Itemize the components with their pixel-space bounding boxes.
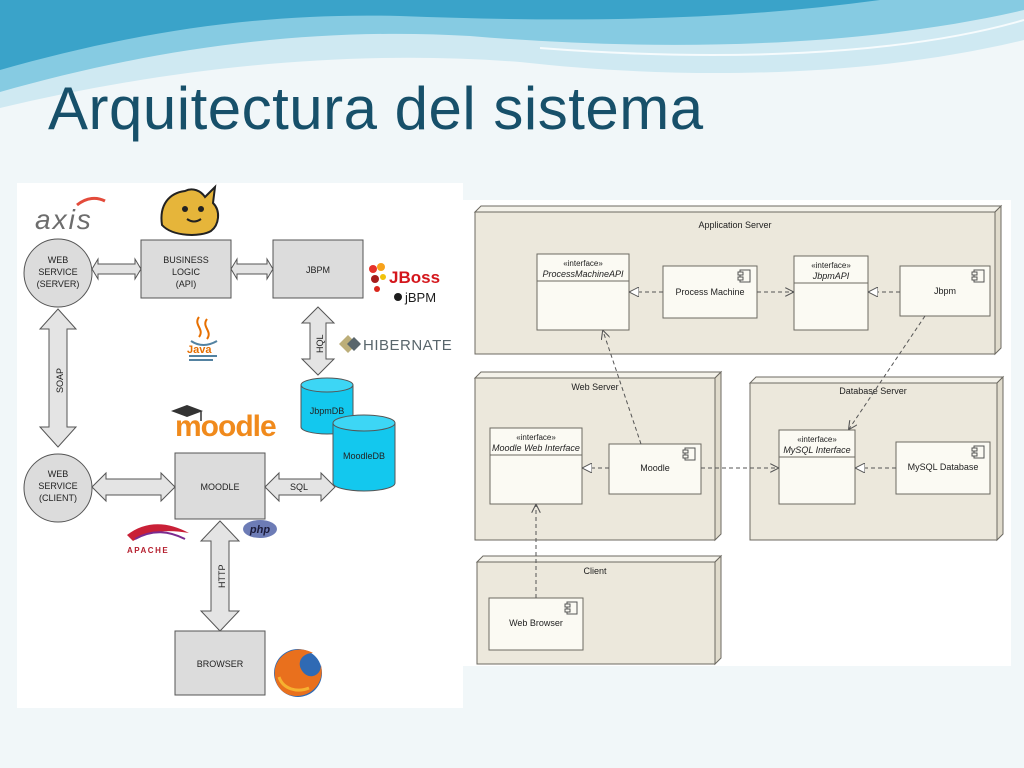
jbpm-logo-text: jBPM — [404, 290, 436, 305]
php-logo: php — [243, 520, 277, 538]
process-machine-api-stereotype: «interface» — [563, 259, 603, 268]
jbpm-api-stereotype: «interface» — [811, 261, 851, 270]
business-jbpm-arrow — [230, 257, 274, 281]
sql-arrow — [264, 471, 336, 503]
business-logic-line3: (API) — [176, 279, 197, 289]
jbpm-component: Jbpm — [899, 265, 991, 317]
moodledb-label: MoodleDB — [343, 451, 385, 461]
web-browser-label: Web Browser — [509, 618, 563, 628]
mysql-interface: «interface» MySQL Interface — [778, 429, 856, 505]
business-logic-line1: BUSINESS — [163, 255, 209, 265]
soap-label: SOAP — [55, 368, 65, 393]
component-icon — [737, 269, 751, 283]
axis-logo: axis — [35, 204, 93, 235]
process-machine-api-interface: «interface» ProcessMachineAPI — [536, 253, 630, 331]
jbpm-api-interface: «interface» JbpmAPI — [793, 255, 869, 331]
process-machine-api-name: ProcessMachineAPI — [542, 269, 624, 279]
web-server-label: Web Server — [571, 382, 618, 392]
java-logo: Java — [187, 316, 218, 361]
moodle-component-label: Moodle — [640, 463, 670, 473]
web-service-client-line3: (CLIENT) — [39, 493, 77, 503]
header-wave-mid — [0, 0, 1024, 92]
ws-server-business-arrow — [91, 257, 142, 281]
web-service-server-line2: SERVICE — [38, 267, 77, 277]
business-logic-line2: LOGIC — [172, 267, 201, 277]
web-service-client-line1: WEB — [48, 469, 69, 479]
http-label: HTTP — [217, 565, 227, 589]
jbpmdb-label: JbpmDB — [310, 406, 345, 416]
component-icon — [971, 445, 985, 459]
header-wave-highlight — [539, 19, 1024, 56]
process-machine-label: Process Machine — [675, 287, 744, 297]
apache-logo-text: APACHE — [127, 546, 169, 555]
hql-arrow — [300, 306, 336, 376]
jboss-logo: JBoss jBPM — [369, 263, 440, 305]
moodle-web-interface: «interface» Moodle Web Interface — [489, 427, 583, 505]
web-browser-component: Web Browser — [488, 597, 584, 651]
php-logo-text: php — [249, 524, 270, 536]
component-icon — [564, 601, 578, 615]
header-wave-dark — [0, 0, 880, 70]
moodle-logo-text: moodle — [175, 410, 276, 443]
mysql-database-label: MySQL Database — [908, 462, 979, 472]
web-service-server-node — [23, 238, 93, 308]
dependency-moodle-processmachineapi — [603, 331, 642, 445]
dependency-jbpm-mysql — [849, 315, 926, 429]
jbpm-component-label: Jbpm — [934, 286, 956, 296]
architecture-block-diagram: axis WEB SERVICE (SERVER) BUSINESS LOGIC… — [17, 183, 463, 708]
java-logo-text: Java — [187, 344, 212, 356]
process-machine-component: Process Machine — [662, 265, 758, 319]
mysql-interface-stereotype: «interface» — [797, 435, 837, 444]
moodle-node-label: MOODLE — [200, 482, 239, 492]
application-server-label: Application Server — [698, 220, 771, 230]
web-service-server-line1: WEB — [48, 255, 69, 265]
hibernate-logo: HIBERNATE — [339, 335, 452, 354]
moodle-web-interface-stereotype: «interface» — [516, 433, 556, 442]
jbpm-api-name: JbpmAPI — [812, 271, 850, 281]
moodle-node — [174, 452, 266, 520]
jbpm-node — [272, 239, 364, 299]
web-service-client-line2: SERVICE — [38, 481, 77, 491]
database-server-label: Database Server — [839, 386, 907, 396]
sql-label: SQL — [290, 482, 308, 492]
ws-client-moodle-arrow — [91, 471, 176, 503]
axis-logo-swoosh — [76, 196, 106, 207]
uml-deployment-diagram: Application Server Web Server Database S… — [463, 200, 1011, 666]
business-logic-node — [140, 239, 232, 299]
slide-title: Arquitectura del sistema — [48, 75, 704, 142]
component-icon — [682, 447, 696, 461]
web-service-client-node — [23, 453, 93, 523]
web-service-server-line3: (SERVER) — [37, 279, 80, 289]
browser-node-label: BROWSER — [197, 659, 244, 669]
tomcat-icon — [160, 184, 219, 236]
moodle-web-interface-name: Moodle Web Interface — [492, 443, 580, 453]
mysql-interface-name: MySQL Interface — [783, 445, 850, 455]
hibernate-logo-text: HIBERNATE — [363, 337, 452, 354]
firefox-icon — [274, 649, 322, 697]
client-label: Client — [583, 566, 607, 576]
moodle-component: Moodle — [608, 443, 702, 495]
browser-node — [174, 630, 266, 696]
jboss-logo-text: JBoss — [389, 268, 440, 287]
mysql-database-component: MySQL Database — [895, 441, 991, 495]
hql-label: HQL — [315, 334, 325, 353]
component-icon — [971, 269, 985, 283]
soap-arrow — [38, 308, 78, 448]
moodle-logo: moodle — [171, 405, 277, 443]
apache-logo: APACHE — [127, 524, 189, 555]
moodledb-cylinder: MoodleDB — [332, 414, 396, 492]
jbpm-node-label: JBPM — [306, 265, 330, 275]
